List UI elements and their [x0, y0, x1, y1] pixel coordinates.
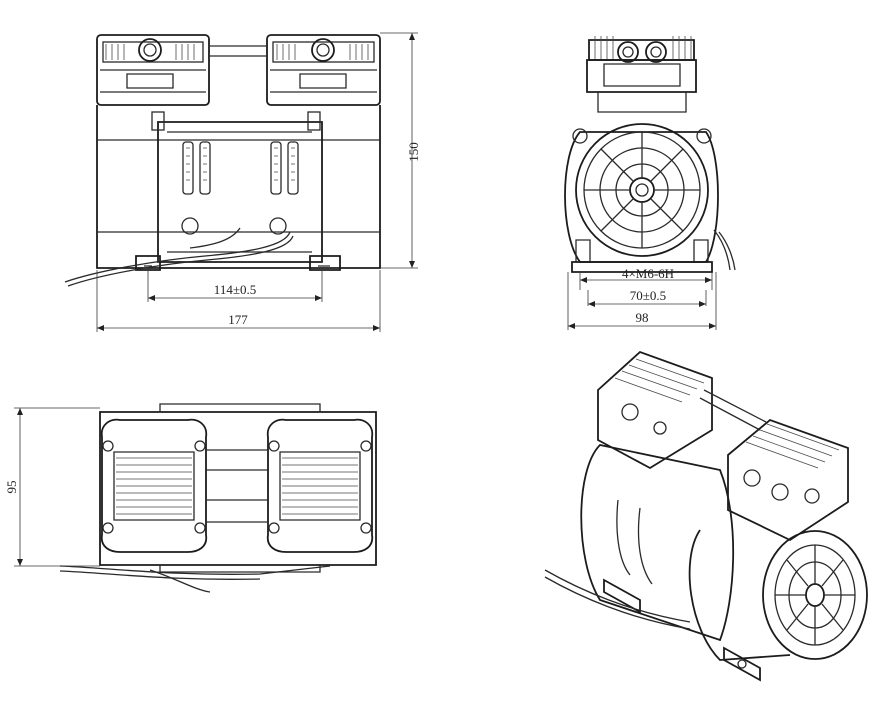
- mount-width-label: 70±0.5: [630, 288, 666, 303]
- iso-motor-front: [688, 529, 791, 661]
- motor-body: [96, 105, 381, 269]
- side-cylinder-head: [586, 36, 697, 113]
- iso-fan-cover: [762, 530, 868, 660]
- top-view: 95: [4, 403, 377, 593]
- isometric-view: [544, 350, 868, 682]
- iso-front-foot: [723, 646, 761, 682]
- side-view: 4×M6-6H 70±0.5 98: [564, 36, 736, 330]
- iso-rear-foot: [603, 578, 641, 614]
- motor-housing: [564, 123, 719, 263]
- mounting-feet: [135, 255, 341, 271]
- depth-dimension-label: 95: [4, 481, 19, 494]
- iso-front-head: [727, 418, 849, 542]
- overall-length-label: 177: [228, 312, 248, 327]
- top-view-cable: [59, 565, 331, 593]
- right-head-plate: [266, 418, 374, 553]
- side-cable: [713, 229, 736, 271]
- iso-motor-body: [580, 444, 735, 642]
- overall-width-label: 98: [636, 310, 649, 325]
- right-cylinder-head: [266, 34, 381, 106]
- height-dimension-label: 150: [406, 142, 421, 162]
- left-head-plate: [100, 418, 208, 553]
- thread-spec-label: 4×M6-6H: [622, 266, 674, 281]
- iso-cable: [544, 569, 691, 630]
- front-view: 150 114±0.5 177: [64, 32, 421, 332]
- left-cylinder-head: [96, 34, 210, 106]
- mount-spacing-label: 114±0.5: [214, 282, 256, 297]
- iso-rear-head: [597, 350, 713, 470]
- power-cable: [64, 227, 294, 287]
